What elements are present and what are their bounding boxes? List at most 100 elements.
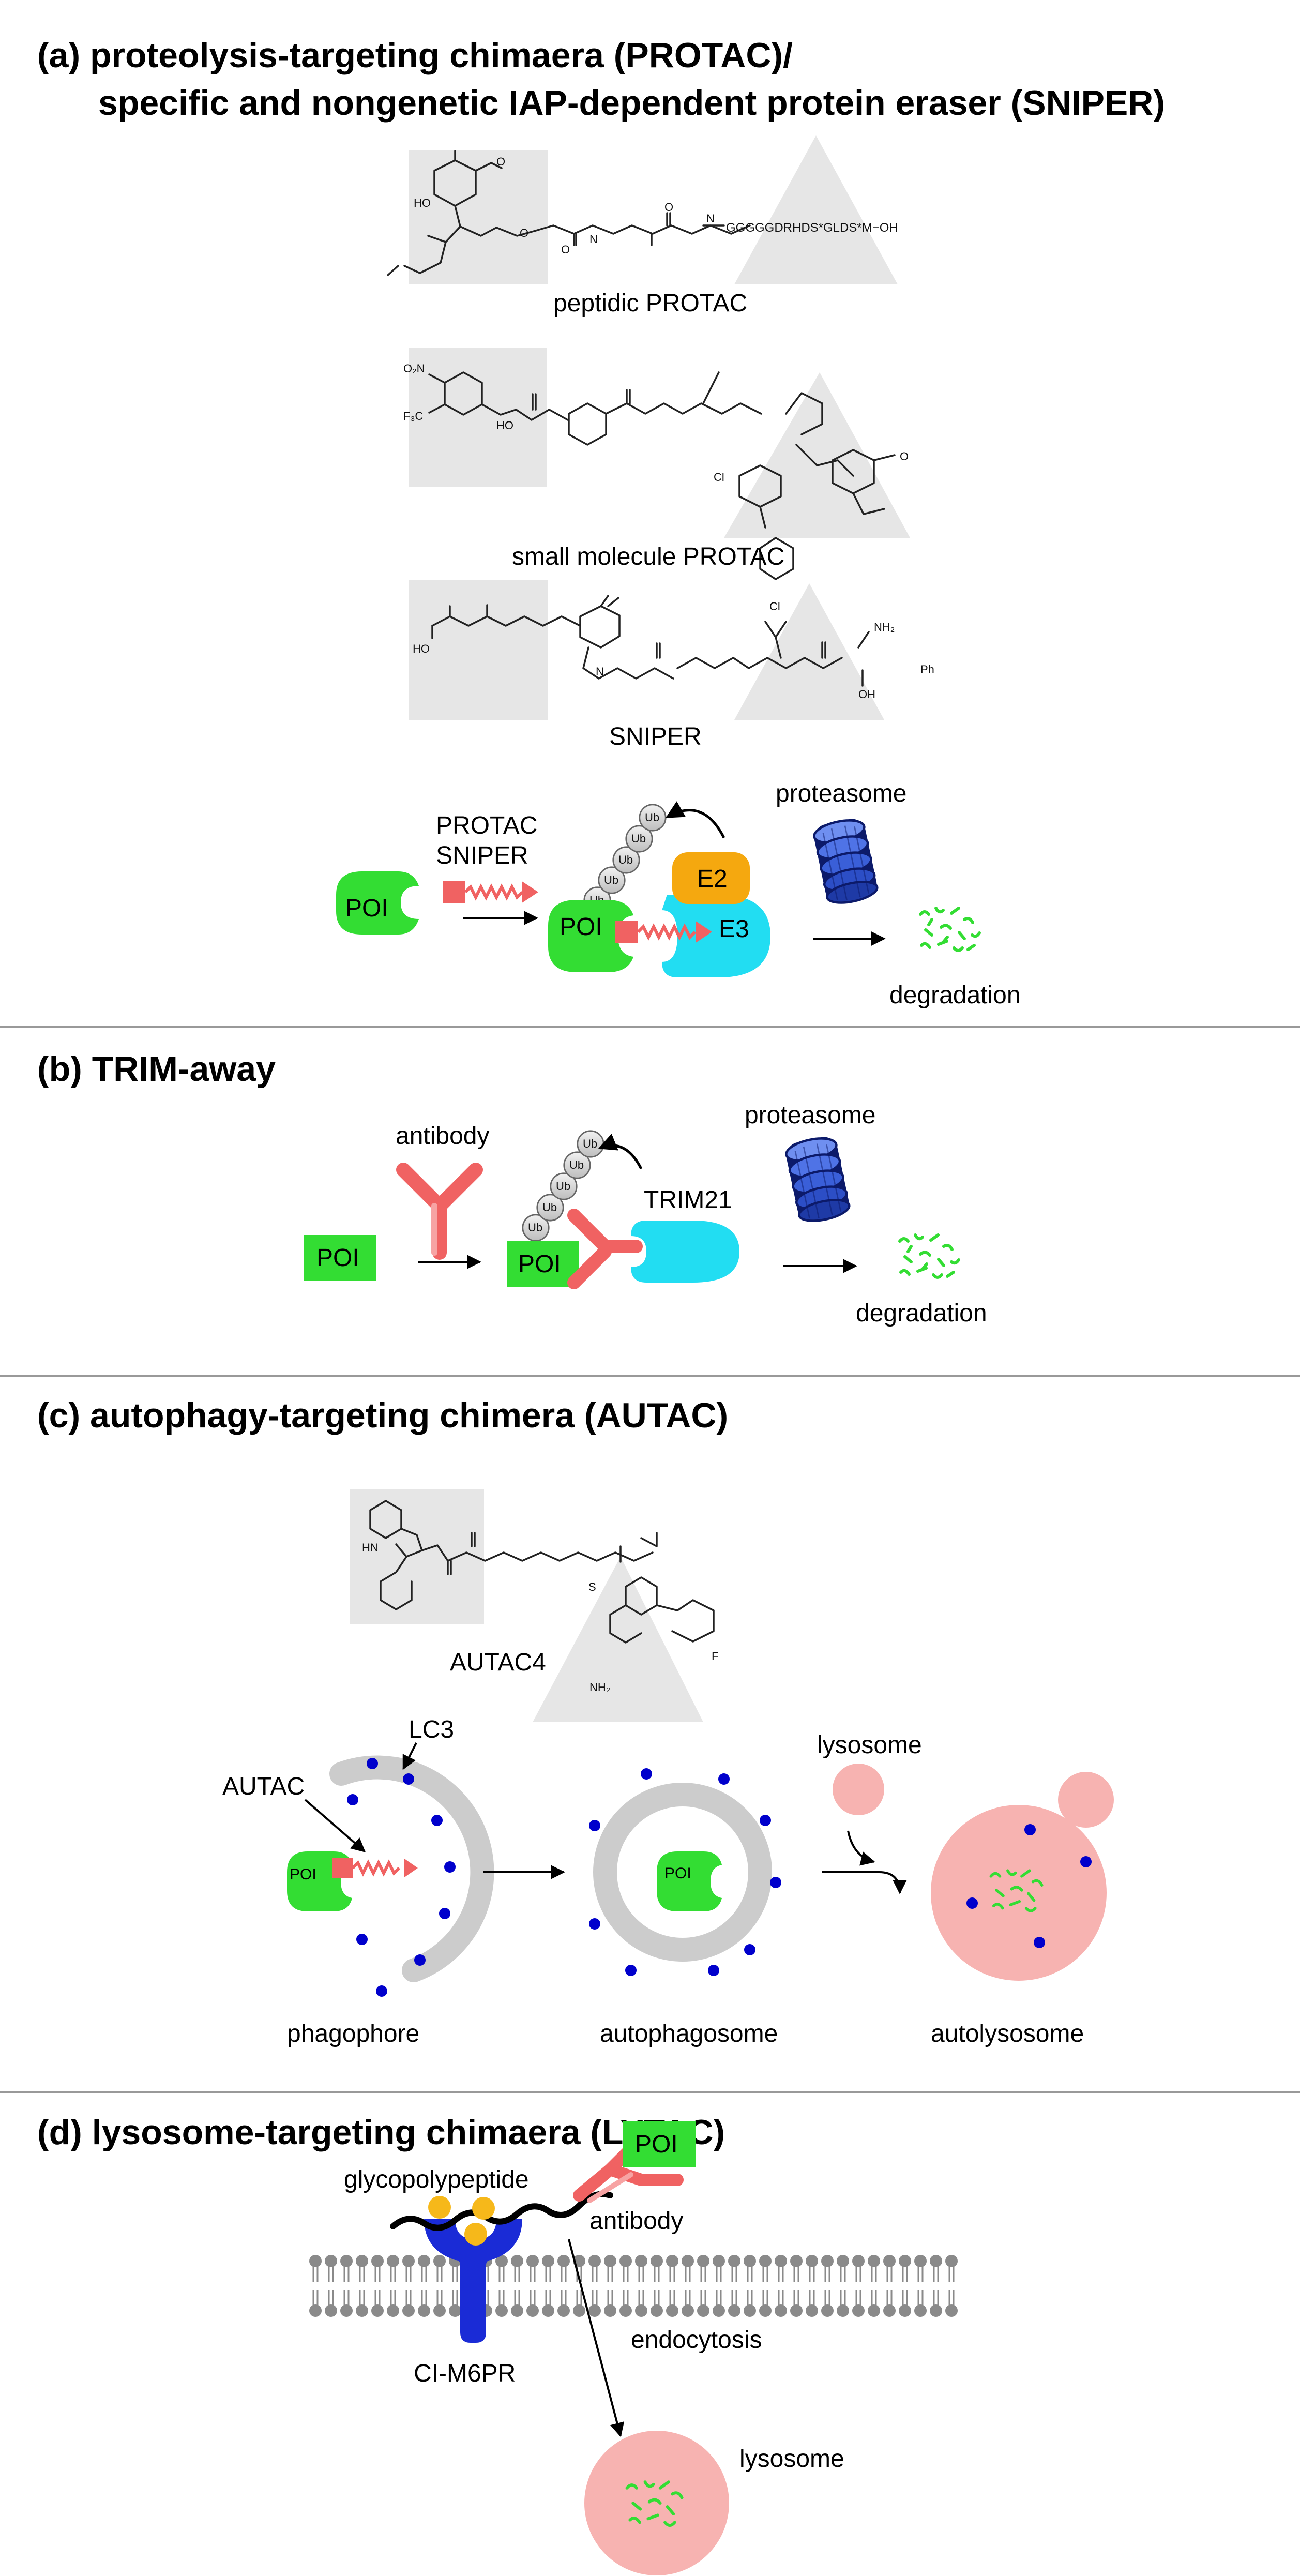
e3-ligand-triangle-2 — [724, 372, 910, 538]
ub-label-2: Ub — [604, 873, 618, 886]
section-a-title-line1: (a) proteolysis-targeting chimaera (PROT… — [37, 36, 793, 75]
small-molecule-protac-structure: O₂N F₃C HO Cl Cl O small molecule PROTAC — [403, 348, 910, 613]
lipid-head — [914, 2255, 927, 2267]
chimera-label-protac: PROTAC — [436, 812, 537, 839]
poi-d — [623, 2121, 696, 2167]
lipid-head — [728, 2255, 740, 2267]
lipid-head — [495, 2255, 508, 2267]
poi-bound-a — [548, 900, 633, 972]
lipid-head — [526, 2255, 539, 2267]
section-d: (d) lysosome-targeting chimaera (LYTAC) … — [37, 2113, 958, 2575]
lipid-head — [526, 2304, 539, 2317]
lipid-head — [573, 2304, 585, 2317]
lipid-head — [542, 2255, 554, 2267]
chem-atom-o3: O — [561, 243, 570, 256]
ub-b-label-2: Ub — [542, 1201, 557, 1214]
chem-atom-ho3: HO — [413, 642, 430, 655]
lysosome-merge-arrow — [847, 1830, 875, 1866]
lipid-head — [790, 2304, 803, 2317]
lipid-head — [914, 2304, 927, 2317]
section-a: (a) proteolysis-targeting chimaera (PROT… — [37, 36, 1165, 1009]
peptidic-protac-structure: HO O O O N O N GGGGGDRHDS*GLDS*M−OH pept… — [387, 135, 898, 317]
poi-d-label: POI — [635, 2131, 678, 2158]
poi-bound-a-label: POI — [560, 913, 602, 941]
glycan-3 — [464, 2223, 487, 2246]
lipid-head — [868, 2255, 880, 2267]
lipid-head — [821, 2304, 834, 2317]
degradation-fragments-b — [900, 1235, 959, 1277]
lipid-bilayer — [309, 2255, 958, 2317]
warhead-box-2 — [409, 348, 547, 487]
lipid-head — [806, 2255, 818, 2267]
lipid-head — [821, 2255, 834, 2267]
lc3-pointer — [402, 1742, 417, 1770]
lipid-head — [837, 2304, 849, 2317]
lysosome-d — [584, 2431, 729, 2575]
lipid-head — [542, 2304, 554, 2317]
glycan-2 — [472, 2197, 495, 2220]
lipid-head — [945, 2255, 958, 2267]
lipid-head — [340, 2304, 353, 2317]
lipid-head — [775, 2304, 787, 2317]
lipid-head — [340, 2255, 353, 2267]
ub-b-label-1: Ub — [528, 1221, 542, 1234]
lipid-head — [713, 2304, 725, 2317]
chem-bonds-4 — [369, 1500, 715, 1644]
degradation-fragments-a — [920, 908, 979, 951]
lipid-head — [837, 2255, 849, 2267]
chem-atom-n: N — [706, 212, 715, 225]
lipid-head — [387, 2255, 399, 2267]
lipid-head — [666, 2255, 678, 2267]
lipid-head — [433, 2255, 446, 2267]
lipid-head — [356, 2255, 368, 2267]
poi-autophagosome-label: POI — [664, 1865, 691, 1882]
fusion-arrow — [822, 1871, 907, 1894]
antibody-label-b: antibody — [396, 1122, 489, 1150]
lc3-dots-autophagosome — [589, 1768, 781, 1976]
trim21 — [631, 1221, 739, 1283]
ub-b-label-3: Ub — [556, 1180, 570, 1193]
lipid-head — [402, 2304, 415, 2317]
lipid-head — [682, 2255, 694, 2267]
lc3-dots-autolysosome — [966, 1824, 1092, 1948]
lipid-head — [713, 2255, 725, 2267]
lipid-head — [495, 2304, 508, 2317]
lipid-head — [371, 2255, 384, 2267]
glyco-label: glycopolypeptide — [344, 2166, 529, 2193]
sniper-label: SNIPER — [609, 723, 702, 750]
lipid-head — [387, 2304, 399, 2317]
lipid-head — [588, 2304, 601, 2317]
e3-label: E3 — [719, 915, 749, 943]
lipid-head — [728, 2304, 740, 2317]
lipid-head — [945, 2304, 958, 2317]
phagophore-label: phagophore — [287, 2020, 419, 2047]
ub-transfer-arrow-b — [598, 1134, 643, 1170]
proteasome-icon-b — [784, 1135, 852, 1225]
ub-label-5: Ub — [645, 811, 659, 824]
ci-m6pr-receptor — [424, 2219, 522, 2343]
chem-atom-cl1: Cl — [714, 471, 724, 484]
sniper-structure: HO N NH₂ OH Ph SNIPER — [409, 580, 934, 750]
autophagosome-label: autophagosome — [600, 2020, 778, 2047]
autac4-label: AUTAC4 — [450, 1649, 546, 1676]
autac4-triangle — [533, 1557, 703, 1722]
autac4-structure: HN S F NH₂ AUTAC4 — [350, 1489, 718, 1722]
antibody-label-d: antibody — [589, 2207, 683, 2235]
ub-chain-b: Ub Ub Ub Ub Ub — [522, 1130, 604, 1242]
warhead-box — [409, 150, 548, 284]
lipid-head — [588, 2255, 601, 2267]
lipid-head — [651, 2304, 663, 2317]
degradation-label-b: degradation — [856, 1300, 987, 1327]
lysosome-c — [833, 1764, 884, 1815]
chem-atom-nh: N — [589, 233, 598, 246]
proteasome-icon-a — [812, 817, 880, 907]
lipid-head — [806, 2304, 818, 2317]
section-a-title-line2: specific and nongenetic IAP-dependent pr… — [98, 83, 1165, 123]
autolysosome-body — [931, 1805, 1107, 1981]
chem-atom-hn: HN — [362, 1541, 379, 1554]
trim21-label: TRIM21 — [644, 1186, 732, 1214]
peptide-sequence: GGGGGDRHDS*GLDS*M−OH — [726, 221, 898, 235]
lipid-head — [775, 2255, 787, 2267]
lipid-head — [325, 2255, 337, 2267]
